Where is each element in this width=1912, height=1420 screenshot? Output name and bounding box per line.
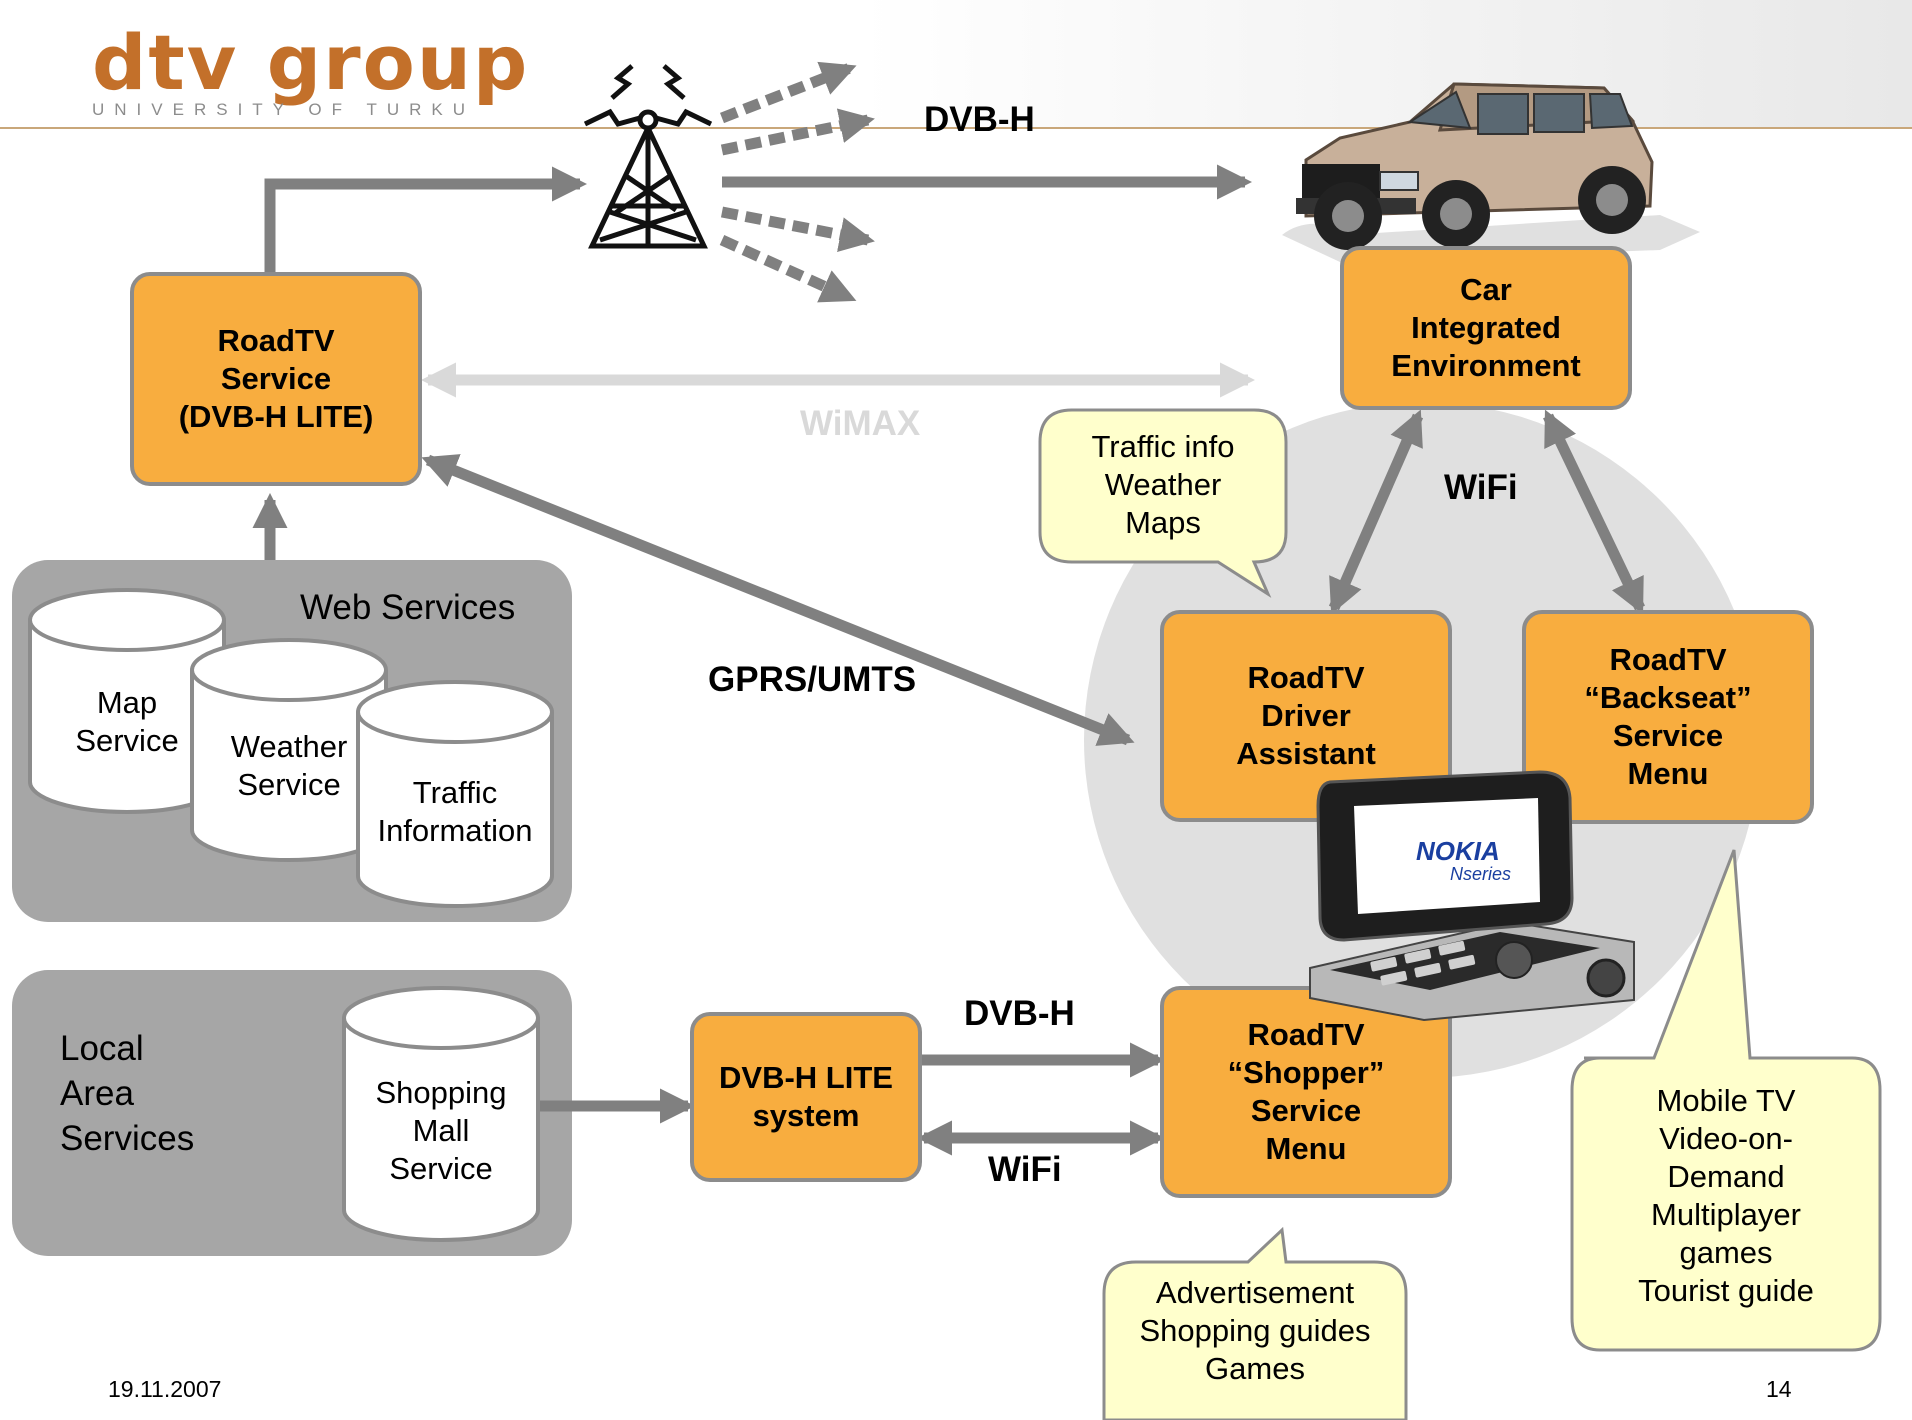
box-line: Car <box>1460 272 1512 307</box>
phone-series: Nseries <box>1450 864 1512 884</box>
box-line: Assistant <box>1236 736 1376 771</box>
broadcast-ray-3 <box>720 206 875 252</box>
backseat-menu-box: RoadTV “Backseat” Service Menu <box>1522 610 1814 824</box>
wifi-car-label: WiFi <box>1444 468 1518 507</box>
box-line: DVB-H LITE <box>719 1060 893 1095</box>
box-line: RoadTV <box>1609 642 1727 677</box>
bubble-line: Traffic info <box>1091 429 1235 464</box>
ads-bubble <box>1102 1226 1408 1420</box>
dvbh-broadcast-label: DVB-H <box>924 100 1035 139</box>
shopping-mall-cylinder <box>342 986 540 1242</box>
label-line: Service <box>75 723 179 758</box>
map-service-cylinder <box>28 588 226 814</box>
web-services-title: Web Services <box>300 588 516 627</box>
gprs-umts-label: GPRS/UMTS <box>708 660 917 699</box>
mobile-services-bubble-text: Mobile TV Video-on- Demand Multiplayer g… <box>1572 1082 1880 1310</box>
box-line: RoadTV <box>217 323 335 358</box>
mobile-services-bubble <box>1570 849 1882 1352</box>
box-line: Menu <box>1627 756 1709 791</box>
bubble-line: Video-on- <box>1659 1121 1793 1156</box>
logo: dtv group UNIVERSITY OF TURKU <box>92 18 530 120</box>
label-line: Information <box>377 813 533 848</box>
wifi-car-driver-arrow <box>1328 409 1424 615</box>
bubble-line: games <box>1679 1235 1773 1270</box>
title-line: Area <box>60 1074 134 1113</box>
shopping-mall-label: Shopping Mall Service <box>360 1074 522 1188</box>
broadcast-ray-2 <box>720 108 875 156</box>
label-line: Weather <box>230 729 348 764</box>
box-line: “Shopper” <box>1227 1055 1385 1090</box>
bubble-line: Advertisement <box>1155 1275 1355 1310</box>
label-line: Mall <box>412 1113 470 1148</box>
box-line: Driver <box>1261 698 1351 733</box>
box-line: “Backseat” <box>1584 680 1752 715</box>
broadcast-tower-icon <box>583 64 713 249</box>
wifi-car-backseat-arrow <box>1543 409 1645 615</box>
gprs-arrow <box>421 454 1135 746</box>
bubble-line: Mobile TV <box>1656 1083 1796 1118</box>
label-line: Service <box>389 1151 493 1186</box>
bubble-line: Demand <box>1667 1159 1785 1194</box>
roadtv-service-box: RoadTV Service (DVB-H LITE) <box>130 272 422 486</box>
wimax-label: WiMAX <box>800 404 921 443</box>
footer-date: 19.11.2007 <box>108 1376 222 1402</box>
box-line: Menu <box>1265 1131 1347 1166</box>
box-line: system <box>752 1098 860 1133</box>
box-line: (DVB-H LITE) <box>178 399 374 434</box>
title-line: Local <box>60 1029 144 1068</box>
bubble-line: Multiplayer <box>1651 1197 1801 1232</box>
box-line: RoadTV <box>1247 1017 1365 1052</box>
bubble-line: Weather <box>1104 467 1222 502</box>
weather-service-label: Weather Service <box>212 728 366 804</box>
bubble-line: Tourist guide <box>1638 1273 1814 1308</box>
box-line: Service <box>1612 718 1724 753</box>
box-line: Service <box>1250 1093 1362 1128</box>
shopper-menu-box: RoadTV “Shopper” Service Menu <box>1160 986 1452 1198</box>
bubble-line: Maps <box>1125 505 1201 540</box>
box-line: Environment <box>1391 348 1581 383</box>
traffic-info-bubble <box>1038 408 1288 598</box>
car-environment-box: Car Integrated Environment <box>1340 246 1632 410</box>
service-to-tower-arrow <box>264 166 588 272</box>
dvbh-lite-system-box: DVB-H LITE system <box>690 1012 922 1182</box>
label-line: Service <box>237 767 341 802</box>
label-line: Traffic <box>412 775 498 810</box>
traffic-information-label: Traffic Information <box>362 774 548 850</box>
logo-subtitle: UNIVERSITY OF TURKU <box>92 100 476 119</box>
ads-bubble-text: Advertisement Shopping guides Games <box>1104 1274 1406 1388</box>
box-line: RoadTV <box>1247 660 1365 695</box>
box-line: Service <box>220 361 332 396</box>
logo-name: dtv group <box>92 18 530 107</box>
title-line: Services <box>60 1119 195 1158</box>
local-services-title: Local Area Services <box>60 1026 194 1161</box>
box-line: Integrated <box>1411 310 1561 345</box>
nokia-phone-icon: NOKIA Nseries <box>1300 764 1640 1024</box>
traffic-info-bubble-text: Traffic info Weather Maps <box>1040 428 1286 542</box>
dvbh-local-label: DVB-H <box>964 994 1075 1033</box>
label-line: Shopping <box>375 1075 507 1110</box>
bubble-line: Shopping guides <box>1139 1313 1371 1348</box>
label-line: Map <box>96 685 158 720</box>
broadcast-ray-4 <box>719 234 857 304</box>
page-number: 14 <box>1766 1376 1792 1402</box>
phone-brand: NOKIA <box>1416 836 1500 866</box>
map-service-label: Map Service <box>50 684 204 760</box>
weather-service-cylinder <box>190 638 388 862</box>
wifi-local-label: WiFi <box>988 1150 1062 1189</box>
bubble-line: Games <box>1205 1351 1305 1386</box>
